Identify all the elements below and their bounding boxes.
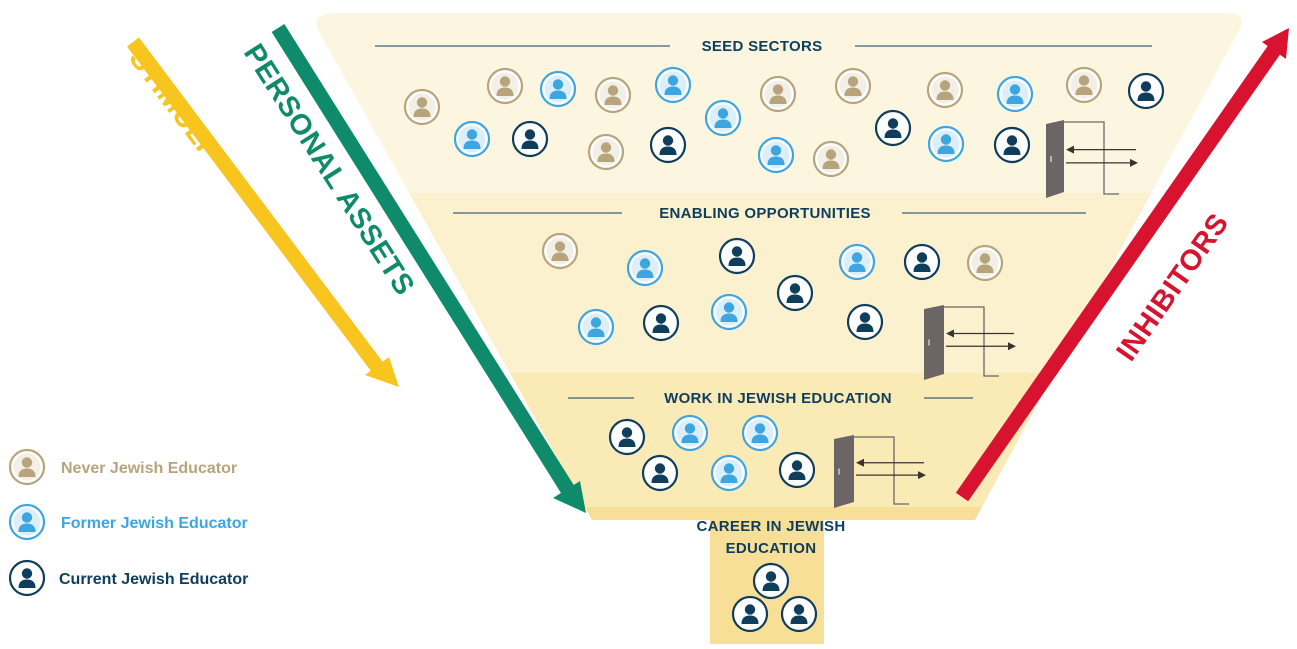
person-icon-never — [966, 244, 1004, 282]
stimuli-arrow-shaft — [127, 37, 384, 373]
person-icon-never — [759, 75, 797, 113]
personal-assets-arrowhead — [553, 481, 586, 513]
legend-item-current: Current Jewish Educator — [8, 559, 248, 597]
person-icon-current — [752, 562, 790, 600]
stage-label-work: WORK IN JEWISH EDUCATION — [664, 390, 892, 407]
legend-person-icon-former — [8, 503, 46, 541]
person-icon-current — [511, 120, 549, 158]
person-icon-current — [780, 595, 818, 633]
person-icon-current — [993, 126, 1031, 164]
person-icon-former — [671, 414, 709, 452]
person-icon-current — [846, 303, 884, 341]
person-icon-former — [996, 75, 1034, 113]
stage-header-enabling: ENABLING OPPORTUNITIES — [453, 205, 1086, 222]
person-icon-never — [486, 67, 524, 105]
person-icon-former — [927, 125, 965, 163]
person-icon-former — [838, 243, 876, 281]
people-icons — [403, 66, 1165, 633]
person-icon-never — [541, 232, 579, 270]
person-icon-never — [403, 88, 441, 126]
person-icon-current — [649, 126, 687, 164]
legend-person-icon-never — [8, 448, 46, 486]
person-icon-never — [1065, 66, 1103, 104]
door-exit-seed-sectors — [1046, 120, 1138, 198]
person-icon-current — [642, 304, 680, 342]
stage-header-work: WORK IN JEWISH EDUCATION — [568, 390, 973, 407]
person-icon-former — [757, 136, 795, 174]
person-icon-current — [641, 454, 679, 492]
legend-label-never: Never Jewish Educator — [61, 460, 237, 477]
stage-header-career: CAREER IN JEWISH EDUCATION — [697, 518, 846, 557]
person-icon-former — [710, 454, 748, 492]
person-icon-current — [1127, 72, 1165, 110]
person-icon-never — [834, 67, 872, 105]
person-icon-current — [778, 451, 816, 489]
person-icon-never — [926, 71, 964, 109]
stage-header-seed: SEED SECTORS — [375, 38, 1152, 55]
legend-item-never: Never Jewish Educator — [8, 448, 237, 486]
personal-assets-arrow-shaft — [271, 24, 575, 494]
legend-label-former: Former Jewish Educator — [61, 515, 248, 532]
door-exit-work — [834, 435, 926, 508]
person-icon-current — [731, 595, 769, 633]
stimuli-arrowhead — [365, 357, 399, 387]
inhibitors-arrowhead — [1262, 28, 1289, 59]
legend-label-current: Current Jewish Educator — [59, 571, 248, 588]
person-icon-current — [903, 243, 941, 281]
person-icon-former — [453, 120, 491, 158]
person-icon-former — [741, 414, 779, 452]
door-group — [834, 120, 1138, 508]
stage-label-career-line1: CAREER IN JEWISH — [697, 518, 846, 535]
person-icon-current — [776, 274, 814, 312]
person-icon-former — [710, 293, 748, 331]
stage-label-seed-sectors: SEED SECTORS — [702, 38, 823, 55]
legend-item-former: Former Jewish Educator — [8, 503, 248, 541]
stimuli-label: STIMULI — [122, 43, 219, 158]
person-icon-never — [812, 140, 850, 178]
inhibitors-arrow-shaft — [955, 45, 1281, 502]
person-icon-never — [594, 76, 632, 114]
stage-label-enabling-opportunities: ENABLING OPPORTUNITIES — [659, 205, 871, 222]
legend-person-icon-current — [8, 559, 46, 597]
person-icon-former — [626, 249, 664, 287]
person-icon-former — [577, 308, 615, 346]
door-exit-enabling-opportunities — [924, 305, 1016, 380]
person-icon-former — [539, 70, 577, 108]
person-icon-former — [654, 66, 692, 104]
person-icon-current — [718, 237, 756, 275]
stage-label-career-line2: EDUCATION — [726, 540, 817, 557]
person-icon-never — [587, 133, 625, 171]
person-icon-former — [704, 99, 742, 137]
person-icon-current — [608, 418, 646, 456]
person-icon-current — [874, 109, 912, 147]
